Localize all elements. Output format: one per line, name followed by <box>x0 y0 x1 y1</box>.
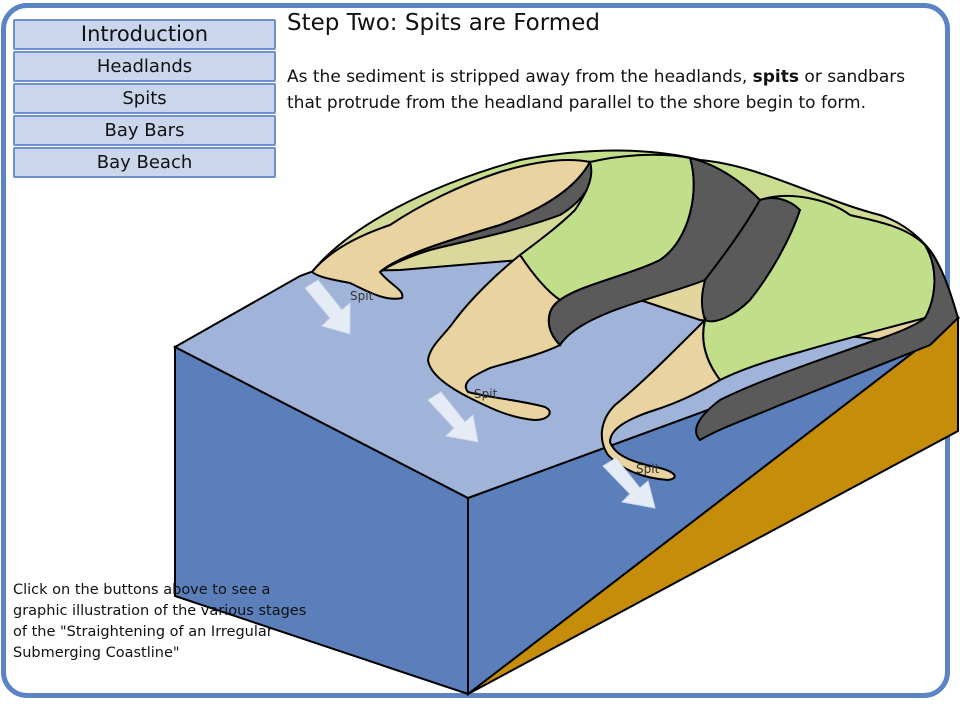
nav-introduction-button[interactable]: Introduction <box>13 19 276 50</box>
cliff-4 <box>695 244 960 442</box>
nav-spits-button[interactable]: Spits <box>13 83 276 114</box>
headland-3-sand <box>600 316 722 482</box>
wave-arrow-1 <box>304 279 351 335</box>
page-title: Step Two: Spits are Formed <box>287 10 600 36</box>
stage-nav: Introduction Headlands Spits Bay Bars Ba… <box>13 19 276 179</box>
spit-label-1: Spit <box>350 289 374 303</box>
intro-text-after: or sandbars that protrude from the headl… <box>287 67 906 113</box>
wave-arrow-3 <box>602 457 656 509</box>
spit-label-2: Spit <box>474 387 498 401</box>
nav-headlands-button[interactable]: Headlands <box>13 51 276 82</box>
nav-bay-beach-button[interactable]: Bay Beach <box>13 147 276 178</box>
intro-text-before: As the sediment is stripped away from th… <box>287 67 748 87</box>
headland-2-sand <box>426 253 562 422</box>
spit-label-3: Spit <box>636 462 660 476</box>
nav-bay-bars-button[interactable]: Bay Bars <box>13 115 276 146</box>
instruction-text: Click on the buttons above to see a grap… <box>13 582 307 661</box>
wave-arrow-2 <box>427 391 479 443</box>
intro-keyword: spits <box>752 67 800 87</box>
intro-paragraph: As the sediment is stripped away from th… <box>287 64 927 116</box>
